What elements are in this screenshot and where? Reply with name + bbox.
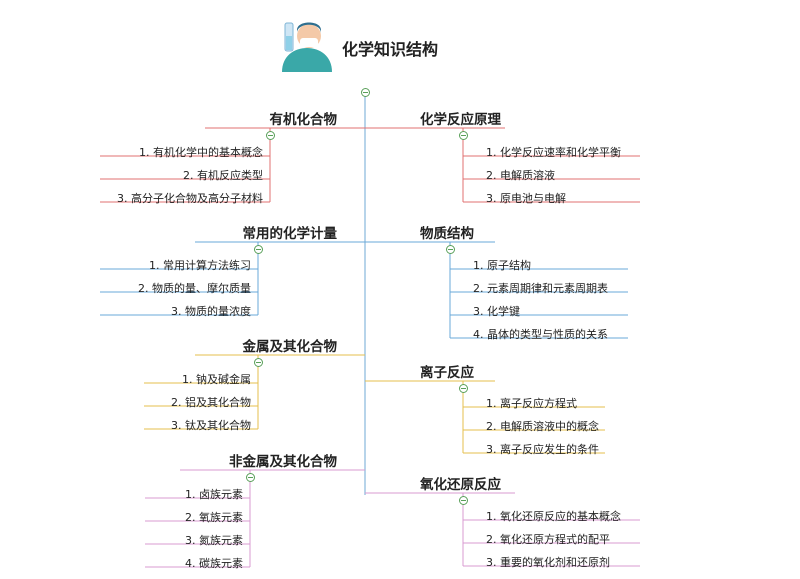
branch-right-3[interactable]: 氧化还原反应 xyxy=(420,477,501,493)
topic-item[interactable]: 4. 碳族元素 xyxy=(185,557,243,570)
topic-item[interactable]: 1. 常用计算方法练习 xyxy=(149,259,251,272)
topic-item[interactable]: 3. 离子反应发生的条件 xyxy=(486,443,599,456)
collapse-toggle-icon[interactable] xyxy=(245,472,255,482)
topic-item[interactable]: 3. 高分子化合物及高分子材料 xyxy=(117,192,263,205)
topic-item[interactable]: 3. 原电池与电解 xyxy=(486,192,566,205)
topic-item[interactable]: 2. 铝及其化合物 xyxy=(171,396,251,409)
topic-item[interactable]: 2. 氧族元素 xyxy=(185,511,243,524)
topic-item[interactable]: 3. 重要的氧化剂和还原剂 xyxy=(486,556,610,569)
collapse-toggle-icon[interactable] xyxy=(458,383,468,393)
topic-item[interactable]: 1. 氧化还原反应的基本概念 xyxy=(486,510,621,523)
branch-left-2[interactable]: 金属及其化合物 xyxy=(242,339,338,355)
collapse-toggle-icon[interactable] xyxy=(445,244,455,254)
topic-item[interactable]: 2. 电解质溶液 xyxy=(486,169,555,182)
topic-item[interactable]: 1. 化学反应速率和化学平衡 xyxy=(486,146,621,159)
scientist-avatar-icon xyxy=(282,22,332,72)
topic-item[interactable]: 1. 钠及碱金属 xyxy=(182,373,251,386)
collapse-toggle-icon[interactable] xyxy=(253,357,263,367)
collapse-toggle-icon[interactable] xyxy=(458,495,468,505)
topic-item[interactable]: 1. 有机化学中的基本概念 xyxy=(139,146,263,159)
branch-left-0[interactable]: 有机化合物 xyxy=(269,112,338,128)
branch-left-3[interactable]: 非金属及其化合物 xyxy=(229,454,337,470)
collapse-toggle-icon[interactable] xyxy=(253,244,263,254)
topic-item[interactable]: 2. 氧化还原方程式的配平 xyxy=(486,533,610,546)
topic-item[interactable]: 1. 原子结构 xyxy=(473,259,531,272)
collapse-toggle-icon[interactable] xyxy=(458,130,468,140)
branch-right-0[interactable]: 化学反应原理 xyxy=(420,112,501,128)
page-title: 化学知识结构 xyxy=(342,40,439,59)
topic-item[interactable]: 2. 有机反应类型 xyxy=(183,169,263,182)
topic-item[interactable]: 2. 元素周期律和元素周期表 xyxy=(473,282,608,295)
topic-item[interactable]: 4. 晶体的类型与性质的关系 xyxy=(473,328,608,341)
topic-item[interactable]: 3. 钛及其化合物 xyxy=(171,419,251,432)
topic-item[interactable]: 1. 卤族元素 xyxy=(185,488,243,501)
branch-right-2[interactable]: 离子反应 xyxy=(420,365,474,381)
topic-item[interactable]: 3. 氮族元素 xyxy=(185,534,243,547)
topic-item[interactable]: 2. 物质的量、摩尔质量 xyxy=(138,282,251,295)
topic-item[interactable]: 1. 离子反应方程式 xyxy=(486,397,577,410)
branch-right-1[interactable]: 物质结构 xyxy=(420,226,474,242)
collapse-toggle-icon[interactable] xyxy=(360,87,370,97)
topic-item[interactable]: 3. 物质的量浓度 xyxy=(171,305,251,318)
collapse-toggle-icon[interactable] xyxy=(265,130,275,140)
topic-item[interactable]: 2. 电解质溶液中的概念 xyxy=(486,420,599,433)
topic-item[interactable]: 3. 化学键 xyxy=(473,305,520,318)
branch-left-1[interactable]: 常用的化学计量 xyxy=(242,226,338,242)
